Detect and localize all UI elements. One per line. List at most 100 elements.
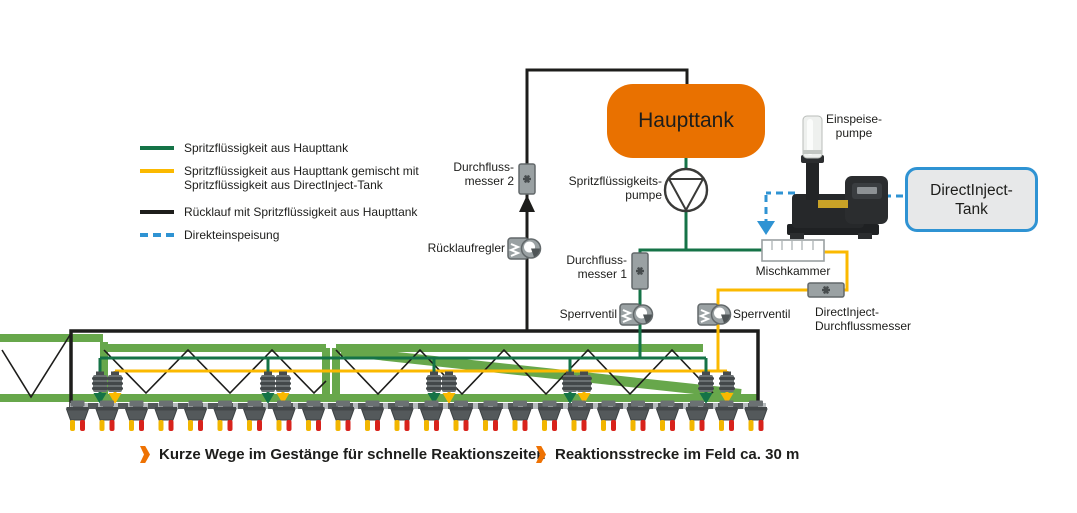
nozzle-tip-red xyxy=(198,420,203,431)
section-valve xyxy=(111,371,119,376)
nozzle-bar-segment xyxy=(238,403,248,409)
nozzle-tip-yellow xyxy=(276,420,282,431)
valve-actuator-notch xyxy=(531,248,540,257)
nozzle-tip-red xyxy=(699,420,705,431)
nozzle-body xyxy=(154,408,178,421)
nozzle-body xyxy=(272,408,296,421)
section-valve-disc xyxy=(441,382,457,385)
section-valve-disc xyxy=(698,387,714,390)
drop-arrow xyxy=(261,393,275,404)
label-ruecklaufregler: Rücklaufregler xyxy=(365,241,505,255)
footnote-field: Reaktionsstrecke im Feld ca. 30 m xyxy=(536,446,799,463)
section-valve-disc xyxy=(260,382,276,385)
drop-arrow xyxy=(699,393,713,404)
nozzle-clamp xyxy=(690,400,704,407)
directinject-tank-box: DirectInject- Tank xyxy=(905,167,1038,232)
nozzle-bar-segment xyxy=(418,403,428,409)
nozzle-flange xyxy=(66,407,89,411)
nozzle-bar-segment xyxy=(118,403,128,409)
nozzle-clamp xyxy=(247,400,262,407)
valve-glyph xyxy=(620,309,633,323)
section-valve xyxy=(264,371,272,376)
label-line: Spritzflüssigkeits- xyxy=(568,174,662,188)
nozzle-body xyxy=(213,408,237,421)
nozzle-flange xyxy=(214,407,236,411)
nozzle-flange xyxy=(273,407,295,411)
section-valve-disc xyxy=(275,377,291,380)
nozzle-tip-red xyxy=(581,420,587,431)
nozzle-bar-segment xyxy=(703,403,713,409)
nozzle-flange xyxy=(479,407,502,411)
legend-item-mixed-liquid: Spritzflüssigkeit aus Haupttank gemischt… xyxy=(140,164,419,192)
nozzle-tip-red xyxy=(758,420,764,431)
nozzle-clamp xyxy=(454,400,468,407)
nozzle-body xyxy=(331,408,355,421)
nozzle-bar-segment xyxy=(208,403,218,409)
nozzle-bar-segment xyxy=(523,403,533,409)
label-spritzpumpe: Spritzflüssigkeits- pumpe xyxy=(526,174,662,202)
legend-swatch-green xyxy=(140,146,174,150)
truss-diagonal xyxy=(1,334,71,399)
nozzle-tip-red xyxy=(168,420,174,431)
nozzle-tip-yellow xyxy=(247,420,252,431)
legend-item-main-liquid: Spritzflüssigkeit aus Haupttank xyxy=(140,141,348,155)
nozzle-flange xyxy=(568,407,590,411)
nozzle-tip-yellow xyxy=(129,420,134,431)
nozzle-tip-yellow xyxy=(453,420,459,431)
nozzle-tip-red xyxy=(729,420,734,431)
nozzle-bar-segment xyxy=(148,403,158,409)
nozzle-bar-segment xyxy=(493,403,503,409)
nozzle-clamp xyxy=(660,400,675,407)
label-line: Durchfluss- xyxy=(453,160,514,174)
haupttank-box: Haupttank xyxy=(607,84,765,158)
label-line: pumpe xyxy=(835,126,873,140)
nozzle-flange xyxy=(184,407,207,411)
valve-glyph xyxy=(508,243,521,257)
valve-actuator-notch xyxy=(721,314,730,323)
nozzle-body xyxy=(567,408,591,421)
haupttank-label: Haupttank xyxy=(638,109,734,132)
legend-item-return: Rücklauf mit Spritzflüssigkeit aus Haupt… xyxy=(140,205,417,219)
drop-arrow xyxy=(108,393,122,404)
section-valve-disc xyxy=(260,377,276,380)
nozzle-flange xyxy=(627,407,649,411)
nozzle-bar-segment xyxy=(298,403,308,409)
inject-arrow-down xyxy=(757,221,775,235)
nozzle-row xyxy=(65,400,768,431)
nozzle-body xyxy=(301,408,326,421)
nozzle-body xyxy=(655,408,680,421)
nozzle-clamp xyxy=(70,400,85,407)
nozzle-bar-segment xyxy=(508,403,518,409)
nozzle-clamp xyxy=(749,400,763,407)
footnote-boom: Kurze Wege im Gestänge für schnelle Reak… xyxy=(140,446,546,463)
nozzle-bar-segment xyxy=(583,403,593,409)
nozzle-flange xyxy=(302,407,325,411)
legend-swatch-yellow xyxy=(140,169,174,173)
label-durchflussmesser1: Durchfluss- messer 1 xyxy=(507,253,627,281)
footnote-text: Kurze Wege im Gestänge für schnelle Reak… xyxy=(159,446,546,463)
section-valve-disc xyxy=(92,377,108,380)
legend-label-line2: Spritzflüssigkeit aus DirectInject-Tank xyxy=(184,178,383,192)
section-valve-disc xyxy=(441,387,457,390)
nozzle-tip-red xyxy=(640,420,646,431)
nozzle-bar-segment xyxy=(388,403,398,409)
section-valve xyxy=(723,371,731,376)
nozzle-tip-yellow xyxy=(719,420,724,431)
nozzle-bar-segment xyxy=(553,403,563,409)
section-valve xyxy=(445,371,453,376)
nozzle-bar-segment xyxy=(448,403,458,409)
label-line: Sperrventil xyxy=(733,307,791,321)
label-line: messer 1 xyxy=(577,267,627,281)
section-valve-disc xyxy=(719,377,735,380)
nozzle-tip-red xyxy=(227,420,233,431)
section-valve-disc xyxy=(719,387,735,390)
nozzle-tip-yellow xyxy=(630,420,636,431)
nozzle-flange xyxy=(538,407,561,411)
nozzle-tip-red xyxy=(493,420,498,431)
nozzle-tip-red xyxy=(375,420,380,431)
section-valve-disc xyxy=(275,387,291,390)
nozzle-clamp xyxy=(719,400,734,407)
return-arrow-up xyxy=(519,195,535,212)
nozzle-body xyxy=(183,408,208,421)
